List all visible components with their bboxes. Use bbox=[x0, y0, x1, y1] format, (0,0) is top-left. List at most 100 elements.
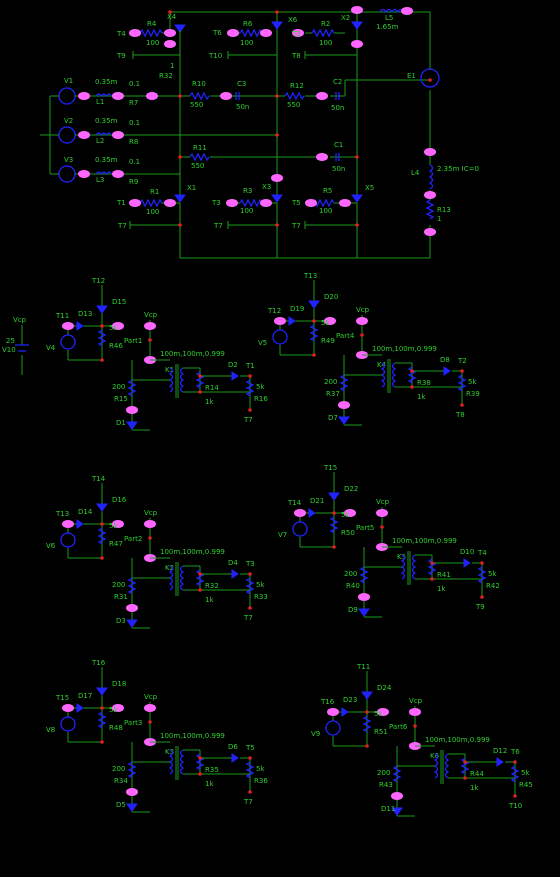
label-l2: L2 bbox=[96, 137, 104, 145]
power-stage bbox=[15, 8, 440, 375]
label-k: K2 bbox=[165, 564, 174, 572]
diode-symbol bbox=[361, 691, 373, 700]
voltage-source-symbol bbox=[60, 334, 76, 350]
label-part: Part3 bbox=[124, 719, 142, 727]
wire bbox=[407, 551, 411, 585]
net-flag bbox=[112, 520, 124, 528]
label-r1k-ref: R38 bbox=[417, 379, 431, 387]
label-diode-low: D1 bbox=[116, 419, 126, 427]
diode-symbol bbox=[96, 305, 108, 314]
label-t7-c: T7 bbox=[291, 222, 301, 230]
label-diode-a: D17 bbox=[78, 692, 92, 700]
net-flag bbox=[316, 153, 328, 161]
label-source: V8 bbox=[46, 726, 55, 734]
junction-dot bbox=[100, 740, 104, 744]
label-r-top: R46 bbox=[109, 342, 123, 350]
label-v10: V10 bbox=[2, 346, 16, 354]
diode-symbol bbox=[126, 803, 138, 812]
junction-dot bbox=[413, 724, 417, 728]
label-l2-value: 0.35m bbox=[95, 117, 118, 125]
label-source: V4 bbox=[46, 344, 56, 352]
voltage-source-symbol bbox=[325, 720, 341, 736]
label-coupling: 100m,100m,0.999 bbox=[160, 350, 225, 358]
junction-dot bbox=[148, 536, 152, 540]
net-flag bbox=[112, 322, 124, 330]
junction-dot bbox=[312, 319, 316, 323]
label-vcp: Vcp bbox=[144, 509, 158, 517]
label-r13: R13 bbox=[437, 206, 451, 214]
net-flag bbox=[146, 92, 158, 100]
net-flag bbox=[62, 322, 74, 330]
component-symbol bbox=[392, 765, 402, 783]
net-flag bbox=[409, 708, 421, 716]
label-diode-a: D13 bbox=[78, 310, 92, 318]
wire bbox=[344, 354, 462, 388]
label-t-out: T5 bbox=[245, 744, 255, 752]
net-flag bbox=[126, 604, 138, 612]
label-r200-ref: R37 bbox=[326, 390, 340, 398]
label-t-in: T13 bbox=[55, 510, 69, 518]
label-r-top: R51 bbox=[374, 728, 388, 736]
diode-symbol bbox=[126, 421, 138, 430]
label-t-out: T1 bbox=[245, 362, 255, 370]
label-r-top-value: 5k bbox=[109, 324, 118, 332]
label-source: V6 bbox=[46, 542, 56, 550]
label-vcp-value: 25 bbox=[6, 337, 15, 345]
label-r1k-ref: R32 bbox=[205, 582, 219, 590]
label-c3: C3 bbox=[237, 80, 246, 88]
net-flag bbox=[339, 199, 351, 207]
component-symbol bbox=[427, 558, 437, 576]
junction-dot bbox=[460, 403, 464, 407]
label-r1k-ref: R14 bbox=[205, 384, 219, 392]
junction-dot bbox=[178, 155, 182, 159]
label-part: Part6 bbox=[389, 723, 408, 731]
net-flag bbox=[112, 704, 124, 712]
junction-dot bbox=[312, 353, 316, 357]
label-t-top: T11 bbox=[356, 663, 370, 671]
label-r-top-value: 5k bbox=[109, 522, 118, 530]
component-symbol bbox=[245, 379, 255, 397]
voltage-source-symbol bbox=[292, 521, 308, 537]
label-r1k-ref: R41 bbox=[437, 571, 451, 579]
label-r-top-value: 5k bbox=[321, 319, 330, 327]
label-r5k-ref: R45 bbox=[519, 781, 533, 789]
label-r1k: 1k bbox=[417, 393, 426, 401]
junction-dot bbox=[513, 760, 517, 764]
label-t7-b: T7 bbox=[213, 222, 223, 230]
net-flag bbox=[62, 704, 74, 712]
junction-dot bbox=[355, 223, 359, 227]
label-r4: R4 bbox=[147, 20, 157, 28]
net-flag bbox=[305, 199, 317, 207]
junction-dot bbox=[430, 561, 434, 565]
label-source: V9 bbox=[311, 730, 320, 738]
diode-symbol bbox=[328, 492, 340, 501]
label-r1k: 1k bbox=[205, 596, 214, 604]
diode-symbol bbox=[391, 807, 403, 816]
label-k: K5 bbox=[397, 553, 406, 561]
junction-dot bbox=[480, 561, 484, 565]
label-t-in: T16 bbox=[320, 698, 335, 706]
label-e1: E1 bbox=[407, 72, 416, 80]
junction-dot bbox=[480, 595, 484, 599]
net-flag bbox=[164, 40, 176, 48]
label-diode-out: D6 bbox=[228, 743, 238, 751]
label-r200-ref: R34 bbox=[114, 777, 128, 785]
diode-symbol bbox=[338, 416, 350, 425]
diode-symbol bbox=[231, 569, 239, 579]
label-t9: T9 bbox=[116, 52, 126, 60]
label-diode-out: D4 bbox=[228, 559, 238, 567]
net-flag bbox=[424, 191, 436, 199]
label-vcp: Vcp bbox=[376, 498, 390, 506]
label-r2: R2 bbox=[321, 20, 330, 28]
wire bbox=[175, 746, 179, 780]
label-coupling: 100m,100m,0.999 bbox=[425, 736, 490, 744]
label-diode-b: D18 bbox=[112, 680, 126, 688]
component-symbol bbox=[127, 761, 137, 779]
net-flag bbox=[401, 7, 413, 15]
label-t-out: T4 bbox=[477, 549, 487, 557]
label-diode-b: D20 bbox=[324, 293, 338, 301]
diode-symbol bbox=[231, 371, 239, 381]
label-r200: 200 bbox=[324, 378, 337, 386]
